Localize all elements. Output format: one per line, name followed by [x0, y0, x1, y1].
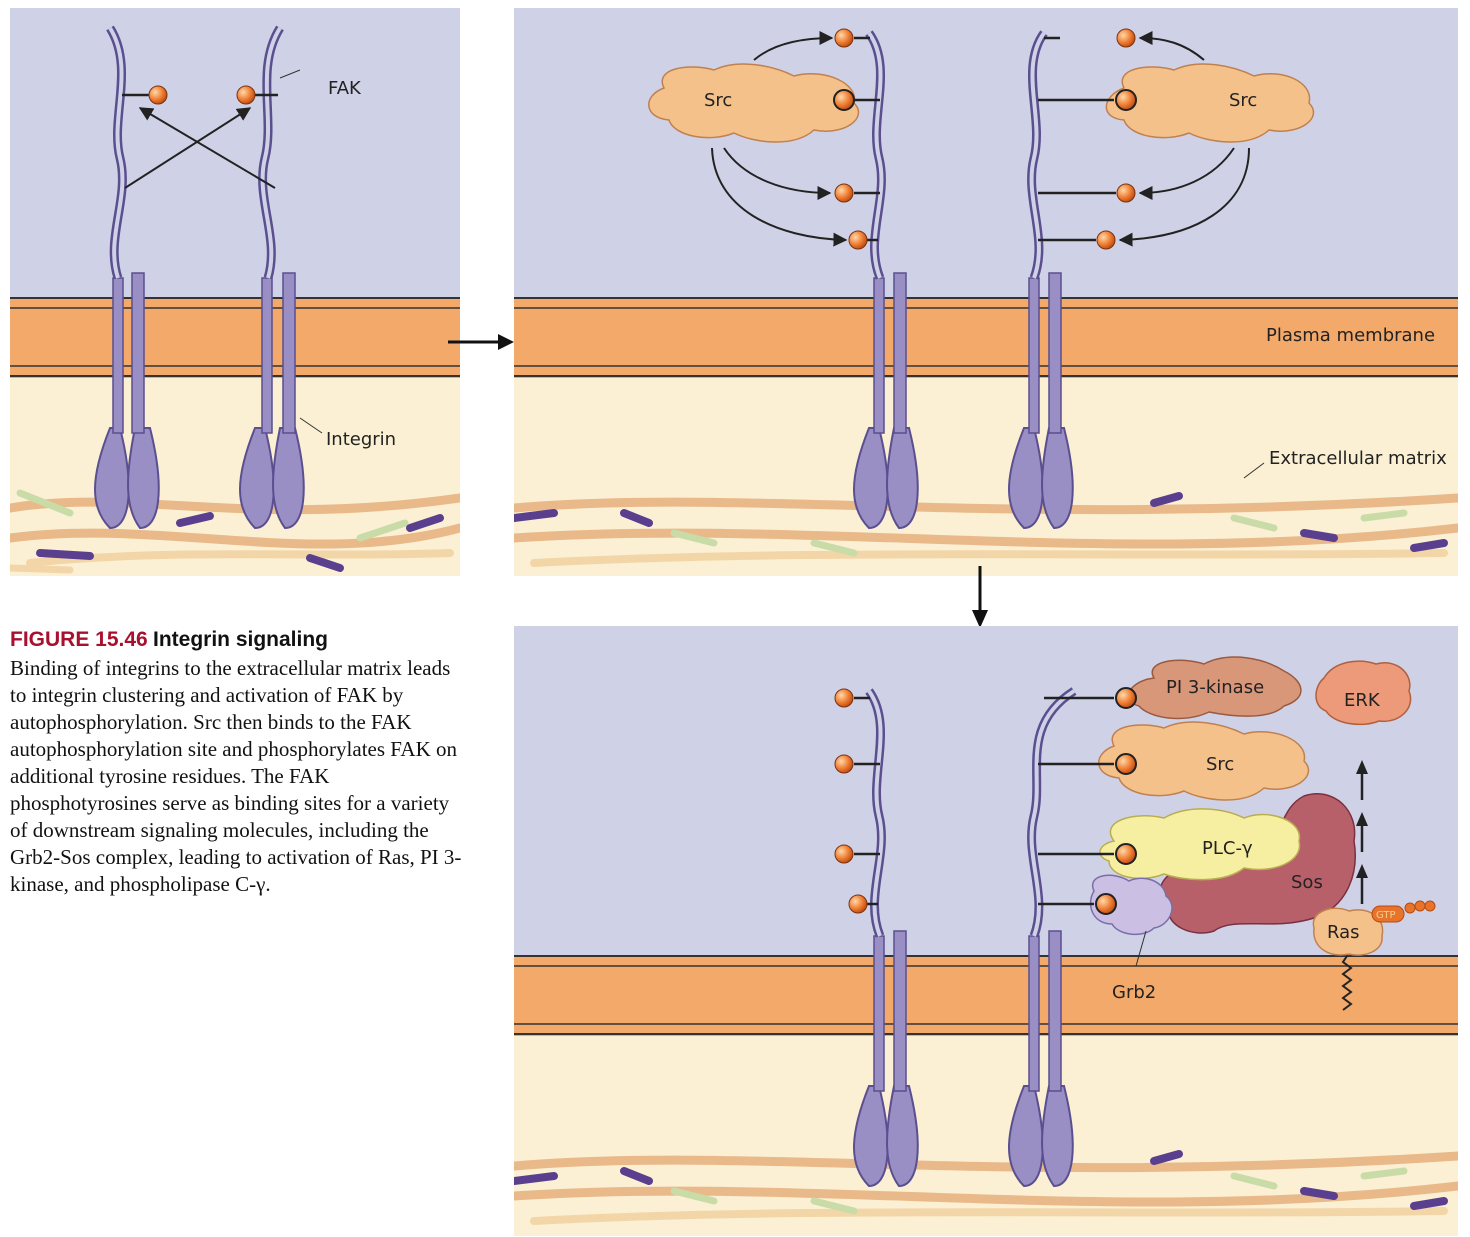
phosphotyrosine [835, 845, 853, 863]
phosphotyrosine [1117, 29, 1135, 47]
grb2-label: Grb2 [1112, 982, 1156, 1003]
phosphotyrosine [849, 895, 867, 913]
phosphotyrosine [1097, 231, 1115, 249]
figure-title: Integrin signaling [153, 628, 328, 651]
sos-label: Sos [1291, 872, 1323, 893]
phosphotyrosine [1096, 894, 1116, 914]
plasma-membrane-label: Plasma membrane [1266, 325, 1435, 346]
phosphotyrosine [149, 86, 167, 104]
svg-text:GTP: GTP [1376, 910, 1396, 921]
phosphotyrosine [237, 86, 255, 104]
phosphotyrosine [1117, 184, 1135, 202]
figure-caption-text: Binding of integrins to the extracellula… [10, 655, 470, 898]
phosphotyrosine [1116, 844, 1136, 864]
src-label: Src [1206, 754, 1234, 775]
figure-number: FIGURE 15.46 [10, 628, 148, 651]
phosphotyrosine [835, 755, 853, 773]
src-label: Src [1229, 90, 1257, 111]
src-molecule-left [649, 64, 859, 142]
erk-label: ERK [1344, 690, 1381, 711]
pi3k-label: PI 3-kinase [1166, 677, 1264, 698]
src-molecule-right [1106, 64, 1313, 142]
integrin-label: Integrin [326, 429, 396, 450]
ras-label: Ras [1327, 922, 1360, 943]
panel-src-phosphorylation: Src Src Plasma membrane Extracellular ma… [514, 8, 1458, 576]
figure-caption: FIGURE 15.46 Integrin signaling Binding … [10, 626, 470, 898]
fak-label: FAK [328, 78, 362, 99]
phosphotyrosine [1116, 90, 1136, 110]
phosphotyrosine [835, 29, 853, 47]
phosphotyrosine [1116, 688, 1136, 708]
phosphotyrosine [834, 90, 854, 110]
panel-integrin-clustering: FAK Integrin [10, 8, 460, 576]
panel-downstream-signaling: PI 3-kinase Src Sos PLC-γ Grb2 Ras GTP E… [514, 626, 1458, 1236]
step-arrow-down [968, 564, 992, 632]
step-arrow-right [446, 330, 516, 354]
phosphotyrosine [835, 689, 853, 707]
plc-label: PLC-γ [1202, 838, 1253, 859]
src-label: Src [704, 90, 732, 111]
phosphotyrosine [835, 184, 853, 202]
phosphotyrosine [849, 231, 867, 249]
extracellular-matrix-label: Extracellular matrix [1269, 448, 1447, 469]
phosphotyrosine [1116, 754, 1136, 774]
